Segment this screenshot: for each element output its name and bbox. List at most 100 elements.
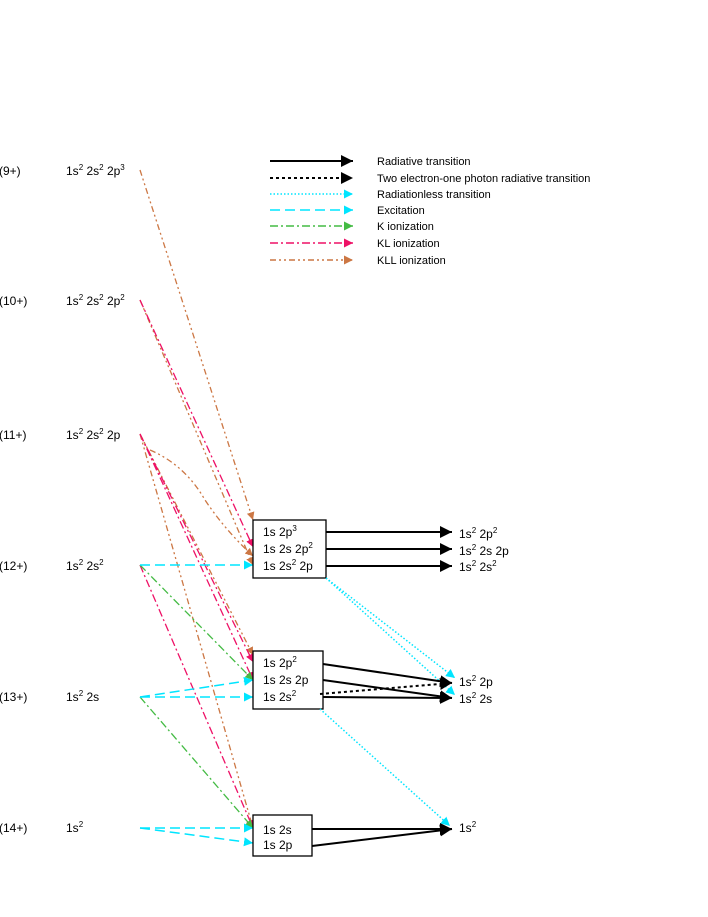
config-text: 2p	[476, 675, 493, 689]
legend-label: Radiationless transition	[377, 189, 491, 201]
excited-state: 1s 2p	[263, 838, 293, 852]
legend-item-radiationless: Radiationless transition	[270, 189, 491, 201]
radiationless-arrow	[319, 708, 451, 827]
excited-state-boxes: 1s 2p3 1s 2s 2p2 1s 2s2 2p 1s 2p2 1s 2s …	[252, 519, 327, 857]
excited-state: 1s 2s	[263, 823, 292, 837]
legend-item-kll-ionization: KLL ionization	[270, 255, 446, 267]
radiative-arrow	[322, 663, 453, 688]
superscript: 2	[472, 674, 477, 683]
superscript: 2	[292, 655, 297, 664]
superscript: 2	[472, 543, 477, 552]
config-text: 2s	[476, 560, 492, 574]
ground-config-12plus: 1s2 2s2	[66, 558, 104, 573]
kll-ionization-arrow	[139, 433, 255, 829]
legend-label: Radiative transition	[377, 156, 471, 168]
legend: Radiative transition Two electron-one ph…	[270, 155, 590, 267]
ground-config-10plus: 1s2 2s2 2p2	[66, 293, 125, 308]
config-text: 2s	[83, 294, 99, 308]
config-text: 2s	[83, 690, 99, 704]
final-state: 1s2 2s2	[459, 559, 497, 574]
superscript: 2	[492, 559, 497, 568]
charge-label: (14+)	[0, 821, 27, 835]
config-text: 1s	[459, 560, 472, 574]
final-states: 1s2 2p2 1s2 2s 2p 1s2 2s2 1s2 2p 1s2 2s …	[459, 526, 509, 835]
legend-item-radiative: Radiative transition	[270, 155, 471, 168]
config-text: 1s	[66, 821, 79, 835]
config-text: 2p	[296, 559, 313, 573]
legend-label: Excitation	[377, 205, 425, 217]
config-text: 2s	[476, 692, 492, 706]
process-arrows	[139, 169, 255, 847]
superscript: 2	[308, 541, 313, 550]
two-electron-arrow	[319, 678, 453, 695]
superscript: 2	[472, 526, 477, 535]
config-text: 1s	[66, 428, 79, 442]
final-state: 1s2 2s 2p	[459, 543, 509, 558]
radiative-arrow	[311, 824, 453, 847]
excited-state: 1s 2s2	[263, 689, 297, 704]
charge-label: (13+)	[0, 690, 27, 704]
legend-label: K ionization	[377, 221, 434, 233]
config-text: 2p	[476, 527, 493, 541]
charge-label: (11+)	[0, 428, 26, 442]
excitation-arrow	[139, 676, 254, 698]
superscript: 2	[99, 163, 104, 172]
superscript: 2	[472, 559, 477, 568]
config-text: 1s 2s	[263, 823, 292, 837]
charge-state-labels: (9+) (10+) (11+) (12+) (13+) (14+)	[0, 164, 27, 835]
config-text: 1s 2s	[263, 690, 292, 704]
radiative-arrow	[322, 691, 453, 704]
excited-state: 1s 2s2 2p	[263, 558, 313, 573]
config-text: 1s	[459, 544, 472, 558]
superscript: 2	[120, 293, 125, 302]
ground-config-11plus: 1s2 2s2 2p	[66, 427, 121, 442]
superscript: 2	[79, 558, 84, 567]
kl-ionization-arrow	[139, 299, 254, 548]
superscript: 2	[472, 691, 477, 700]
kll-ionization-arrow	[139, 169, 255, 521]
state-box-h-like	[252, 814, 313, 857]
superscript: 2	[99, 293, 104, 302]
superscript: 2	[493, 526, 498, 535]
superscript: 2	[79, 427, 84, 436]
excited-state: 1s 2s 2p	[263, 673, 309, 687]
config-text: 1s 2s 2p	[263, 542, 309, 556]
final-state: 1s2 2p2	[459, 526, 498, 541]
legend-item-two-electron: Two electron-one photon radiative transi…	[270, 172, 590, 185]
config-text: 1s 2p	[263, 656, 293, 670]
kll-ionization-arrow	[139, 299, 254, 566]
config-text: 1s 2s 2p	[263, 673, 309, 687]
state-box-c-like	[252, 519, 327, 579]
ground-configurations: 1s2 2s2 2p3 1s2 2s2 2p2 1s2 2s2 2p 1s2 2…	[66, 163, 125, 835]
config-text: 1s	[459, 527, 472, 541]
config-text: 2s 2p	[476, 544, 509, 558]
legend-label: KL ionization	[377, 238, 440, 250]
superscript: 3	[292, 524, 297, 533]
legend-item-excitation: Excitation	[270, 205, 425, 217]
superscript: 2	[79, 689, 84, 698]
decay-arrows	[311, 526, 456, 847]
config-text: 1s 2p	[263, 838, 293, 852]
k-ionization-arrow	[139, 696, 254, 829]
config-text: 2s	[83, 428, 99, 442]
legend-label: KLL ionization	[377, 255, 446, 267]
kll-ionization-arrow	[149, 449, 254, 557]
superscript: 2	[99, 558, 104, 567]
config-text: 2p	[104, 164, 121, 178]
superscript: 2	[292, 689, 297, 698]
legend-item-kl-ionization: KL ionization	[270, 238, 440, 250]
k-ionization-arrow	[139, 564, 254, 681]
superscript: 2	[99, 427, 104, 436]
legend-item-k-ionization: K ionization	[270, 221, 434, 233]
config-text: 1s	[459, 821, 472, 835]
config-text: 2p	[104, 428, 121, 442]
config-text: 2p	[104, 294, 121, 308]
config-text: 1s 2p	[263, 525, 293, 539]
config-text: 1s	[66, 164, 79, 178]
excited-state: 1s 2p2	[263, 655, 297, 670]
ground-config-14plus: 1s2	[66, 820, 84, 835]
config-text: 1s	[66, 690, 79, 704]
charge-label: (12+)	[0, 559, 27, 573]
final-state: 1s2 2p	[459, 674, 493, 689]
